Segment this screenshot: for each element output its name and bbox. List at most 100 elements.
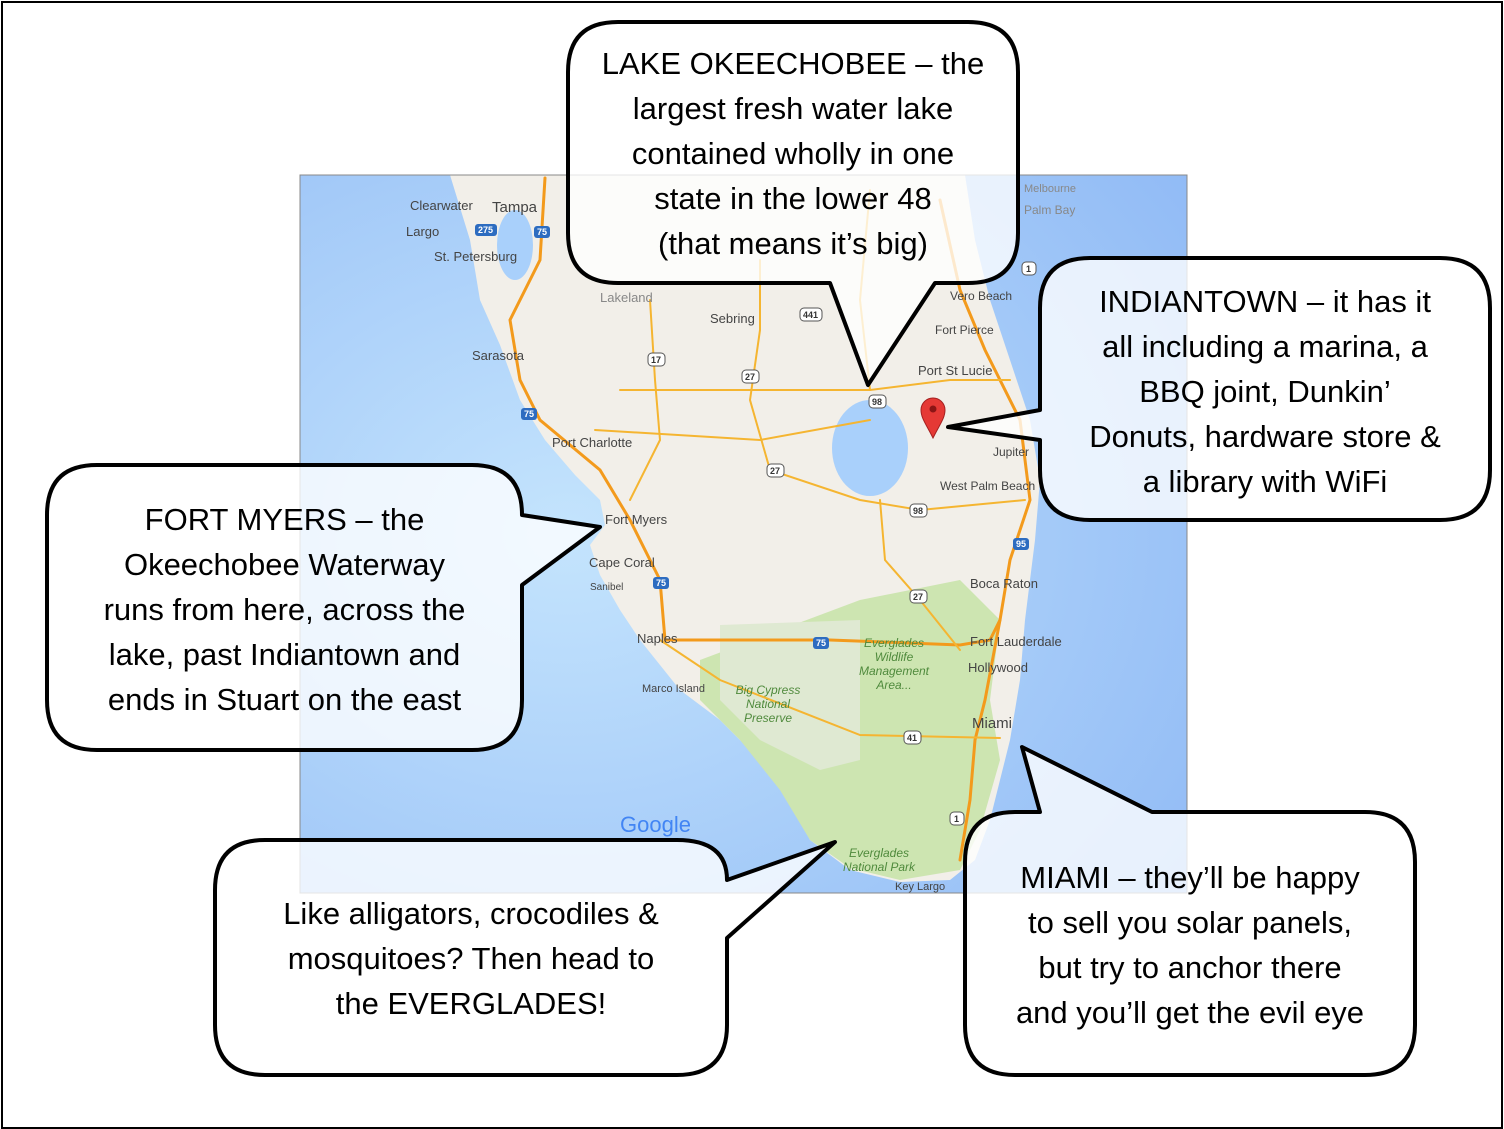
svg-text:17: 17: [651, 355, 661, 365]
callout-fort-myers: FORT MYERS – the Okeechobee Waterway run…: [47, 497, 522, 722]
city-label: Sarasota: [472, 348, 525, 363]
callout-line: Okeechobee Waterway: [123, 547, 446, 582]
callout-line: FORT MYERS – the: [144, 502, 425, 537]
callout-line: all including a marina, a: [1102, 329, 1428, 364]
city-label: Sanibel: [590, 582, 623, 593]
callout-line: the EVERGLADES!: [335, 986, 607, 1021]
park-label: Everglades Wildlife Management Area...: [858, 636, 930, 692]
city-label: Sebring: [710, 311, 755, 326]
callout-line: but try to anchor there: [1038, 950, 1342, 985]
city-label: Naples: [637, 631, 678, 646]
svg-text:98: 98: [913, 506, 923, 516]
callout-line: contained wholly in one: [631, 136, 955, 171]
callout-line: to sell you solar panels,: [1028, 905, 1352, 940]
callout-line: LAKE OKEECHOBEE – the: [601, 46, 985, 81]
us-1-shield: 1: [1021, 261, 1037, 276]
interstate-275-shield: 275: [475, 224, 497, 236]
city-label: Fort Pierce: [935, 323, 994, 337]
us-441-shield: 441: [799, 307, 823, 322]
callout-line: a library with WiFi: [1142, 464, 1388, 499]
svg-text:75: 75: [656, 578, 666, 588]
svg-text:98: 98: [872, 397, 882, 407]
park-label: Big Cypress National Preserve: [735, 683, 801, 725]
interstate-75-shield: 75: [813, 637, 829, 649]
callout-line: MIAMI – they’ll be happy: [1020, 860, 1360, 895]
us-98-shield: 98: [868, 394, 887, 409]
callout-line: Donuts, hardware store &: [1089, 419, 1441, 454]
callout-line: BBQ joint, Dunkin’: [1139, 374, 1391, 409]
callout-everglades: Like alligators, crocodiles & mosquitoes…: [215, 891, 727, 1026]
svg-text:27: 27: [745, 372, 755, 382]
park-label: Everglades National Park: [842, 846, 916, 874]
callout-line: lake, past Indiantown and: [108, 637, 461, 672]
us-41-shield: 41: [903, 730, 922, 745]
svg-text:1: 1: [1026, 264, 1031, 274]
city-label: St. Petersburg: [434, 249, 517, 264]
city-label: Clearwater: [410, 198, 474, 213]
callout-lake-okeechobee: LAKE OKEECHOBEE – the largest fresh wate…: [568, 41, 1018, 266]
highway-shields: 275 75 75 75 75 17 27 27 27 441 98 98 95…: [475, 224, 1037, 826]
city-label: Palm Bay: [1024, 203, 1075, 217]
city-labels: Clearwater Tampa Largo St. Petersburg La…: [406, 183, 1076, 893]
us-1-shield: 1: [949, 811, 965, 826]
callout-line: INDIANTOWN – it has it: [1099, 284, 1431, 319]
callout-bubble-lake: [566, 20, 1020, 387]
callout-line: Like alligators, crocodiles &: [283, 896, 659, 931]
city-label: Jupiter: [993, 445, 1029, 459]
callout-line: and you’ll get the evil eye: [1015, 995, 1365, 1030]
svg-text:27: 27: [770, 466, 780, 476]
big-cypress-area: [720, 620, 860, 770]
city-label: West Palm Beach: [940, 479, 1035, 493]
svg-text:95: 95: [1016, 539, 1026, 549]
city-label: Lakeland: [600, 290, 653, 305]
city-label: Boca Raton: [970, 576, 1038, 591]
us-27-shield: 27: [766, 463, 785, 478]
city-label: Fort Myers: [605, 512, 668, 527]
svg-text:41: 41: [907, 733, 917, 743]
interstate-75-shield: 75: [521, 408, 537, 420]
svg-text:75: 75: [537, 227, 547, 237]
city-label: Port Charlotte: [552, 435, 632, 450]
callout-line: mosquitoes? Then head to: [287, 941, 655, 976]
us-17-shield: 17: [647, 352, 666, 367]
city-label: Marco Island: [642, 683, 705, 695]
city-label: Tampa: [492, 199, 538, 216]
us-27-shield: 27: [909, 589, 928, 604]
svg-text:275: 275: [478, 225, 493, 235]
svg-text:441: 441: [803, 310, 818, 320]
city-label: Hollywood: [968, 660, 1028, 675]
callout-line: state in the lower 48: [654, 181, 932, 216]
google-logo[interactable]: Google: [620, 812, 691, 837]
callout-line: largest fresh water lake: [632, 91, 954, 126]
lake-okeechobee: [832, 400, 908, 496]
us-98-shield: 98: [909, 503, 928, 518]
tampa-bay: [497, 210, 533, 280]
city-label: Largo: [406, 224, 439, 239]
city-label: Key Largo: [895, 881, 945, 893]
interstate-75-shield: 75: [534, 226, 550, 238]
callout-shapes: [45, 20, 1492, 1077]
city-label: Fort Lauderdale: [970, 634, 1062, 649]
interstate-95-shield: 95: [1013, 538, 1029, 550]
svg-text:1: 1: [954, 814, 959, 824]
callout-bubble-everglades: [213, 838, 837, 1077]
interstate-75-shield: 75: [653, 577, 669, 589]
callout-bubble-miami: [963, 745, 1417, 1077]
callout-miami: MIAMI – they’ll be happy to sell you sol…: [965, 855, 1415, 1035]
svg-text:75: 75: [816, 638, 826, 648]
callout-line: runs from here, across the: [103, 592, 466, 627]
callout-line: (that means it’s big): [658, 226, 928, 261]
city-label: Port St Lucie: [918, 363, 992, 378]
svg-text:75: 75: [524, 409, 534, 419]
callout-bubble-indiantown: [946, 256, 1492, 522]
svg-text:27: 27: [913, 592, 923, 602]
map-pin-icon[interactable]: [920, 397, 946, 440]
callout-bubble-fort-myers: [45, 463, 602, 752]
us-27-shield: 27: [741, 369, 760, 384]
city-label: Miami: [972, 715, 1012, 732]
city-label: Melbourne: [1024, 183, 1076, 195]
city-label: Cape Coral: [589, 555, 655, 570]
callout-line: ends in Stuart on the east: [107, 682, 462, 717]
